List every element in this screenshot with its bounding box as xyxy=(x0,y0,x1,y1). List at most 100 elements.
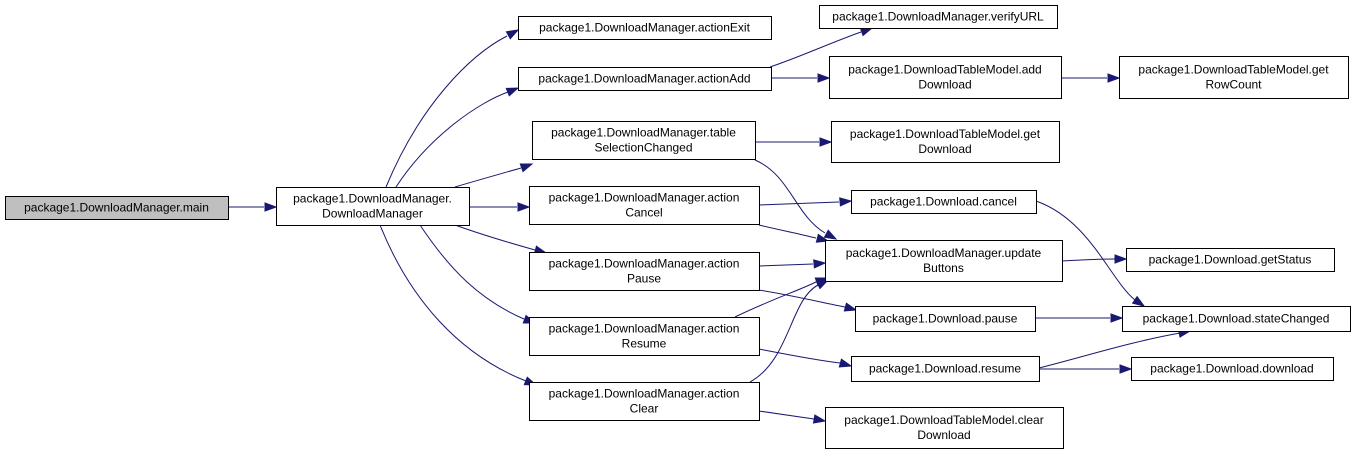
edge-pause-to-stateChanged xyxy=(1035,313,1124,323)
edge-main-to-ctor xyxy=(228,202,278,212)
node-ctor[interactable]: package1.DownloadManager.DownloadManager xyxy=(276,187,470,226)
node-label: package1.Download.download xyxy=(1150,362,1313,376)
node-actionExit[interactable]: package1.DownloadManager.actionExit xyxy=(518,16,772,40)
edge-ctor-to-actionResume xyxy=(419,224,537,324)
node-box[interactable] xyxy=(851,356,1040,382)
edge-line xyxy=(758,410,815,420)
edge-resume-to-download xyxy=(1039,364,1133,374)
arrowhead-icon xyxy=(1119,364,1133,374)
node-box[interactable] xyxy=(855,306,1036,332)
node-cancel[interactable]: package1.Download.cancel xyxy=(851,190,1037,214)
edge-line xyxy=(758,224,817,239)
node-getStatus[interactable]: package1.Download.getStatus xyxy=(1126,248,1335,272)
node-label: package1.Download.getStatus xyxy=(1149,253,1312,267)
arrowhead-icon xyxy=(838,358,853,368)
node-box[interactable] xyxy=(819,5,1058,29)
node-label: package1.Download.stateChanged xyxy=(1143,312,1330,326)
node-box[interactable] xyxy=(829,56,1062,99)
node-box[interactable] xyxy=(831,121,1060,163)
edge-ctor-to-actionCancel xyxy=(469,202,531,212)
node-label: package1.DownloadManager.update xyxy=(846,246,1042,260)
node-box[interactable] xyxy=(1122,306,1351,332)
edge-ctor-to-actionExit xyxy=(385,29,520,188)
edge-line xyxy=(1035,200,1136,301)
node-box[interactable] xyxy=(529,252,760,291)
node-box[interactable] xyxy=(529,382,760,421)
node-tableSel[interactable]: package1.DownloadManager.tableSelectionC… xyxy=(532,121,756,160)
node-label: DownloadManager xyxy=(322,207,423,221)
edge-actionCancel-to-cancel xyxy=(758,197,853,207)
edge-line xyxy=(1038,332,1181,369)
node-box[interactable] xyxy=(518,67,772,91)
node-box[interactable] xyxy=(276,187,470,226)
nodes-layer: package1.DownloadManager.main package1.Do… xyxy=(5,5,1351,449)
arrowhead-icon xyxy=(843,302,858,312)
edge-line xyxy=(758,348,841,364)
edge-actionResume-to-resume xyxy=(758,348,853,368)
node-download[interactable]: package1.Download.download xyxy=(1131,357,1334,381)
node-label: package1.DownloadTableModel.add xyxy=(848,63,1041,77)
node-pause[interactable]: package1.Download.pause xyxy=(855,306,1036,332)
node-main[interactable]: package1.DownloadManager.main xyxy=(5,196,229,220)
edge-line xyxy=(749,284,819,383)
edge-ctor-to-actionAdd xyxy=(395,87,520,188)
node-label: package1.Download.pause xyxy=(873,312,1018,326)
node-clearDownload[interactable]: package1.DownloadTableModel.clearDownloa… xyxy=(825,407,1064,449)
edge-line xyxy=(734,281,817,318)
node-label: package1.DownloadManager.verifyURL xyxy=(832,10,1044,24)
node-label: package1.DownloadManager. xyxy=(293,192,452,206)
node-box[interactable] xyxy=(1131,357,1334,381)
edge-line xyxy=(754,159,826,234)
node-label: SelectionChanged xyxy=(594,141,692,155)
node-box[interactable] xyxy=(529,317,760,356)
arrowhead-icon xyxy=(505,29,520,40)
edge-line xyxy=(769,31,862,68)
node-box[interactable] xyxy=(825,407,1064,449)
node-box[interactable] xyxy=(851,190,1037,214)
node-box[interactable] xyxy=(518,16,772,40)
node-box[interactable] xyxy=(532,121,756,160)
edge-ctor-to-tableSel xyxy=(454,163,534,188)
node-box[interactable] xyxy=(5,196,229,220)
node-label: package1.DownloadManager.actionAdd xyxy=(538,72,750,86)
edge-line xyxy=(758,263,814,267)
arrowhead-icon xyxy=(817,73,831,83)
arrowhead-icon xyxy=(812,414,827,424)
node-label: package1.DownloadManager.action xyxy=(549,322,740,336)
edge-actionAdd-to-addDownload xyxy=(771,73,831,83)
node-box[interactable] xyxy=(1119,56,1349,99)
node-box[interactable] xyxy=(825,240,1063,282)
node-label: package1.DownloadManager.table xyxy=(551,126,736,140)
node-box[interactable] xyxy=(529,186,760,225)
arrowhead-icon xyxy=(505,87,520,97)
node-label: RowCount xyxy=(1205,78,1262,92)
node-stateChanged[interactable]: package1.Download.stateChanged xyxy=(1122,306,1351,332)
node-label: package1.DownloadTableModel.get xyxy=(850,127,1041,141)
node-actionAdd[interactable]: package1.DownloadManager.actionAdd xyxy=(518,67,772,91)
node-label: package1.DownloadTableModel.get xyxy=(1138,63,1329,77)
node-label: Download xyxy=(918,142,971,156)
arrowhead-icon xyxy=(519,163,534,173)
edge-line xyxy=(758,201,840,206)
arrowhead-icon xyxy=(1110,313,1124,323)
edge-cancel-to-stateChanged xyxy=(1035,200,1146,307)
edge-ctor-to-actionPause xyxy=(454,224,548,255)
node-box[interactable] xyxy=(1126,248,1335,272)
arrowhead-icon xyxy=(859,27,874,37)
node-label: Clear xyxy=(630,402,659,416)
node-verifyURL[interactable]: package1.DownloadManager.verifyURL xyxy=(819,5,1058,29)
node-label: package1.DownloadManager.action xyxy=(549,387,740,401)
edge-line xyxy=(385,35,508,188)
edge-ctor-to-actionClear xyxy=(379,224,538,386)
node-resume[interactable]: package1.Download.resume xyxy=(851,356,1040,382)
node-label: package1.DownloadManager.actionExit xyxy=(539,21,750,35)
